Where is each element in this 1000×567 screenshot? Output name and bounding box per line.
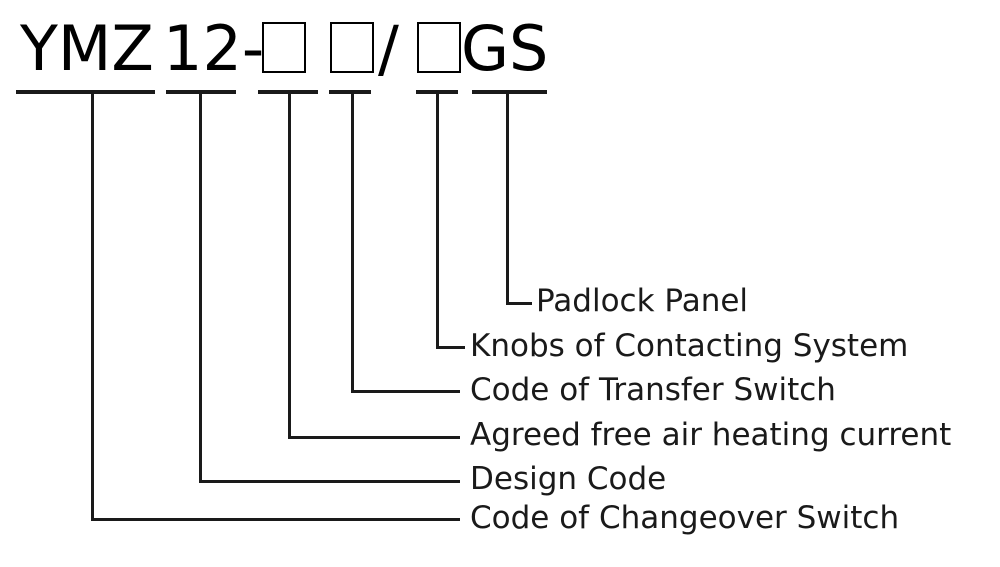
code-token-suffix: GS bbox=[461, 12, 549, 85]
leader-vertical-code-of-transfer-switch bbox=[351, 92, 354, 393]
code-token-size-number: 12- bbox=[163, 12, 265, 85]
model-code-row: YMZ 12- / GS bbox=[0, 0, 1000, 92]
leader-vertical-padlock-panel bbox=[506, 92, 509, 305]
leader-vertical-design-code bbox=[199, 92, 202, 483]
underline-segment-4 bbox=[329, 90, 371, 94]
code-placeholder-box-2 bbox=[330, 22, 374, 73]
underline-segment-1 bbox=[16, 90, 155, 94]
leader-vertical-agreed-free-air-heating-current bbox=[288, 92, 291, 439]
code-token-slash: / bbox=[378, 12, 399, 85]
callout-label-design-code: Design Code bbox=[470, 461, 667, 497]
code-placeholder-box-3 bbox=[417, 22, 461, 73]
callout-label-code-of-transfer-switch: Code of Transfer Switch bbox=[470, 372, 836, 408]
callout-label-padlock-panel: Padlock Panel bbox=[536, 283, 749, 319]
leader-horizontal-knobs-of-contacting-system bbox=[436, 346, 465, 349]
code-token-series-prefix: YMZ bbox=[20, 12, 154, 85]
leader-horizontal-code-of-changeover-switch bbox=[91, 518, 460, 521]
leader-vertical-knobs-of-contacting-system bbox=[436, 92, 439, 349]
leader-horizontal-padlock-panel bbox=[506, 302, 532, 305]
leader-horizontal-agreed-free-air-heating-current bbox=[288, 436, 460, 439]
code-placeholder-box-1 bbox=[262, 22, 306, 73]
leader-vertical-code-of-changeover-switch bbox=[91, 92, 94, 521]
leader-horizontal-code-of-transfer-switch bbox=[351, 390, 460, 393]
underline-segment-6 bbox=[472, 90, 547, 94]
callout-label-code-of-changeover-switch: Code of Changeover Switch bbox=[470, 500, 900, 536]
callout-label-agreed-free-air-heating-current: Agreed free air heating current bbox=[470, 417, 952, 453]
leader-horizontal-design-code bbox=[199, 480, 460, 483]
callout-label-knobs-of-contacting-system: Knobs of Contacting System bbox=[470, 328, 909, 364]
